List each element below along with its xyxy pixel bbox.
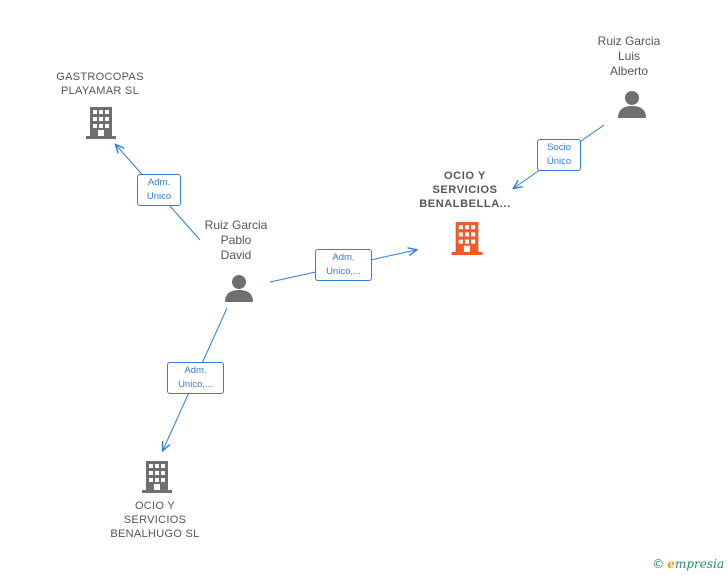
- building-icon: [451, 222, 483, 255]
- person-icon: [225, 275, 253, 302]
- edge-label-role: Adm. Unico,...: [167, 362, 224, 394]
- empresia-logo: ©empresia: [652, 557, 724, 571]
- node-label-ruiz-pablo[interactable]: Ruiz Garcia Pablo David: [204, 218, 268, 262]
- node-label-ocio-benalbella[interactable]: OCIO Y SERVICIOS BENALBELLA...: [419, 170, 511, 210]
- edge-label-role: Adm. Unico: [137, 174, 181, 206]
- node-label-ocio-benalhugo[interactable]: OCIO Y SERVICIOS BENALHUGO SL: [110, 500, 200, 540]
- person-icon: [618, 91, 646, 118]
- brand-name: mpresia: [674, 557, 724, 571]
- node-label-gastrocopas[interactable]: GASTROCOPAS PLAYAMAR SL: [56, 71, 144, 97]
- node-label-ruiz-luis[interactable]: Ruiz Garcia Luis Alberto: [597, 34, 661, 78]
- edge-label-role: Adm. Unico,...: [315, 249, 372, 281]
- edge-label-role: Socio Único: [537, 139, 581, 171]
- building-icon: [142, 461, 172, 493]
- copyright-symbol: ©: [652, 557, 665, 571]
- building-icon: [86, 107, 116, 139]
- brand-initial: e: [667, 557, 675, 571]
